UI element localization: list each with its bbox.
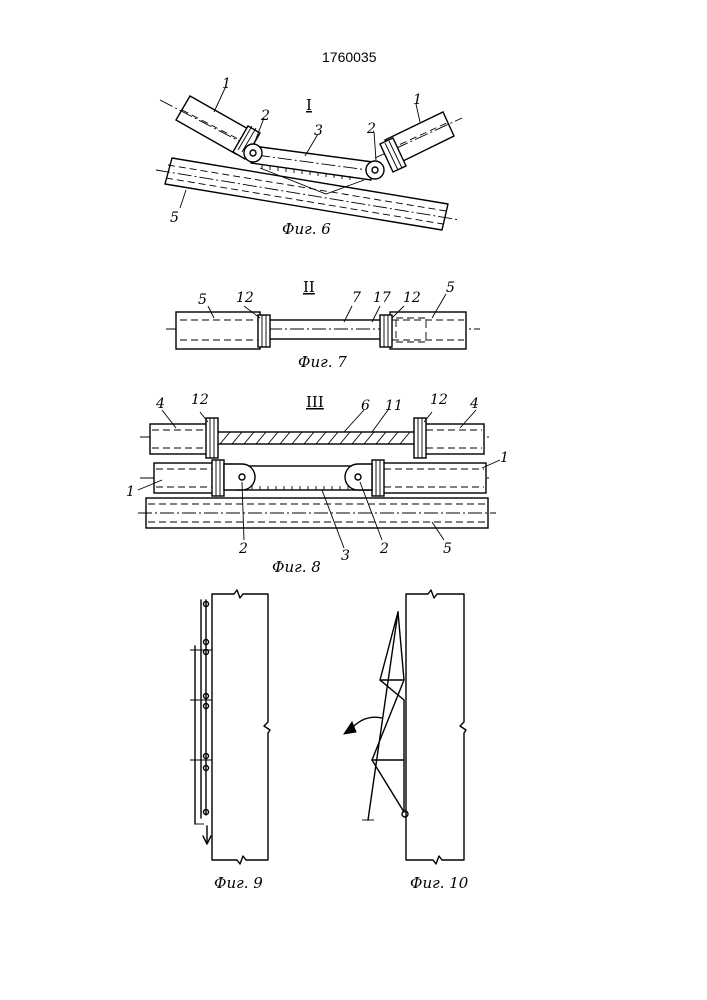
clamp-12-left (258, 315, 270, 347)
label-12-right: 12 (403, 290, 421, 306)
caption-fig-6: Фиг. 6 (282, 220, 331, 238)
label-11: 11 (385, 398, 403, 414)
label-17: 17 (373, 290, 391, 306)
label-1-left: 1 (222, 76, 231, 92)
label-2-right: 2 (366, 121, 376, 137)
hinge-2-left (244, 144, 262, 162)
pipe-1-left (154, 463, 214, 493)
label-4-left: 4 (155, 396, 165, 412)
wall-panel (212, 590, 270, 864)
label-2-left: 2 (260, 108, 270, 124)
clamp-mid-right (372, 460, 384, 496)
clamp-12-top-left (206, 418, 218, 458)
figure-7: 5 12 II 7 17 12 5 Фиг. 7 (166, 278, 480, 371)
clamp-12-top-right (414, 418, 426, 458)
label-12-left: 12 (236, 290, 254, 306)
hinge-2-right (366, 161, 384, 179)
pipe-1-right (375, 112, 462, 172)
figure-8: 4 12 III 6 11 12 4 1 1 2 3 2 5 Фиг. 8 (126, 392, 509, 576)
section-II: II (303, 278, 315, 296)
label-6: 6 (361, 398, 370, 414)
figure-6: 1 I 1 2 3 2 5 Фиг. 6 (156, 76, 462, 238)
caption-fig-9: Фиг. 9 (214, 874, 263, 892)
label-5: 5 (443, 541, 452, 557)
label-3: 3 (314, 123, 323, 139)
pipe-4-left (150, 424, 208, 454)
label-5-left: 5 (198, 292, 207, 308)
pipe-1-right (382, 463, 486, 493)
patent-number: 1760035 (322, 49, 377, 65)
label-1-right: 1 (500, 450, 509, 466)
label-5: 5 (170, 210, 179, 226)
label-5-right: 5 (446, 280, 455, 296)
link-3 (251, 146, 375, 194)
scaffold-truss (362, 612, 408, 820)
label-12-top-left: 12 (191, 392, 209, 408)
section-I: I (306, 96, 312, 114)
figure-9: Фиг. 9 (190, 590, 270, 892)
section-III: III (306, 393, 324, 411)
hinge-2-right (345, 464, 372, 490)
scaffold-frame (190, 600, 212, 824)
label-2-right: 2 (379, 541, 389, 557)
wall-panel (406, 590, 466, 864)
label-4-right: 4 (469, 396, 479, 412)
caption-fig-8: Фиг. 8 (272, 558, 321, 576)
label-3: 3 (341, 548, 350, 564)
rod-7 (268, 320, 384, 339)
label-1-right: 1 (413, 92, 422, 108)
clamp-mid-left (212, 460, 224, 496)
pipe-4-right (424, 424, 484, 454)
label-1-left: 1 (126, 484, 135, 500)
label-7: 7 (352, 290, 361, 306)
label-2-left: 2 (238, 541, 248, 557)
figure-10: Фиг. 10 (344, 590, 469, 892)
clamp-12-right (380, 315, 392, 347)
pipe-5-left (176, 312, 260, 349)
label-12-top-right: 12 (430, 392, 448, 408)
caption-fig-7: Фиг. 7 (298, 353, 347, 371)
caption-fig-10: Фиг. 10 (410, 874, 469, 892)
